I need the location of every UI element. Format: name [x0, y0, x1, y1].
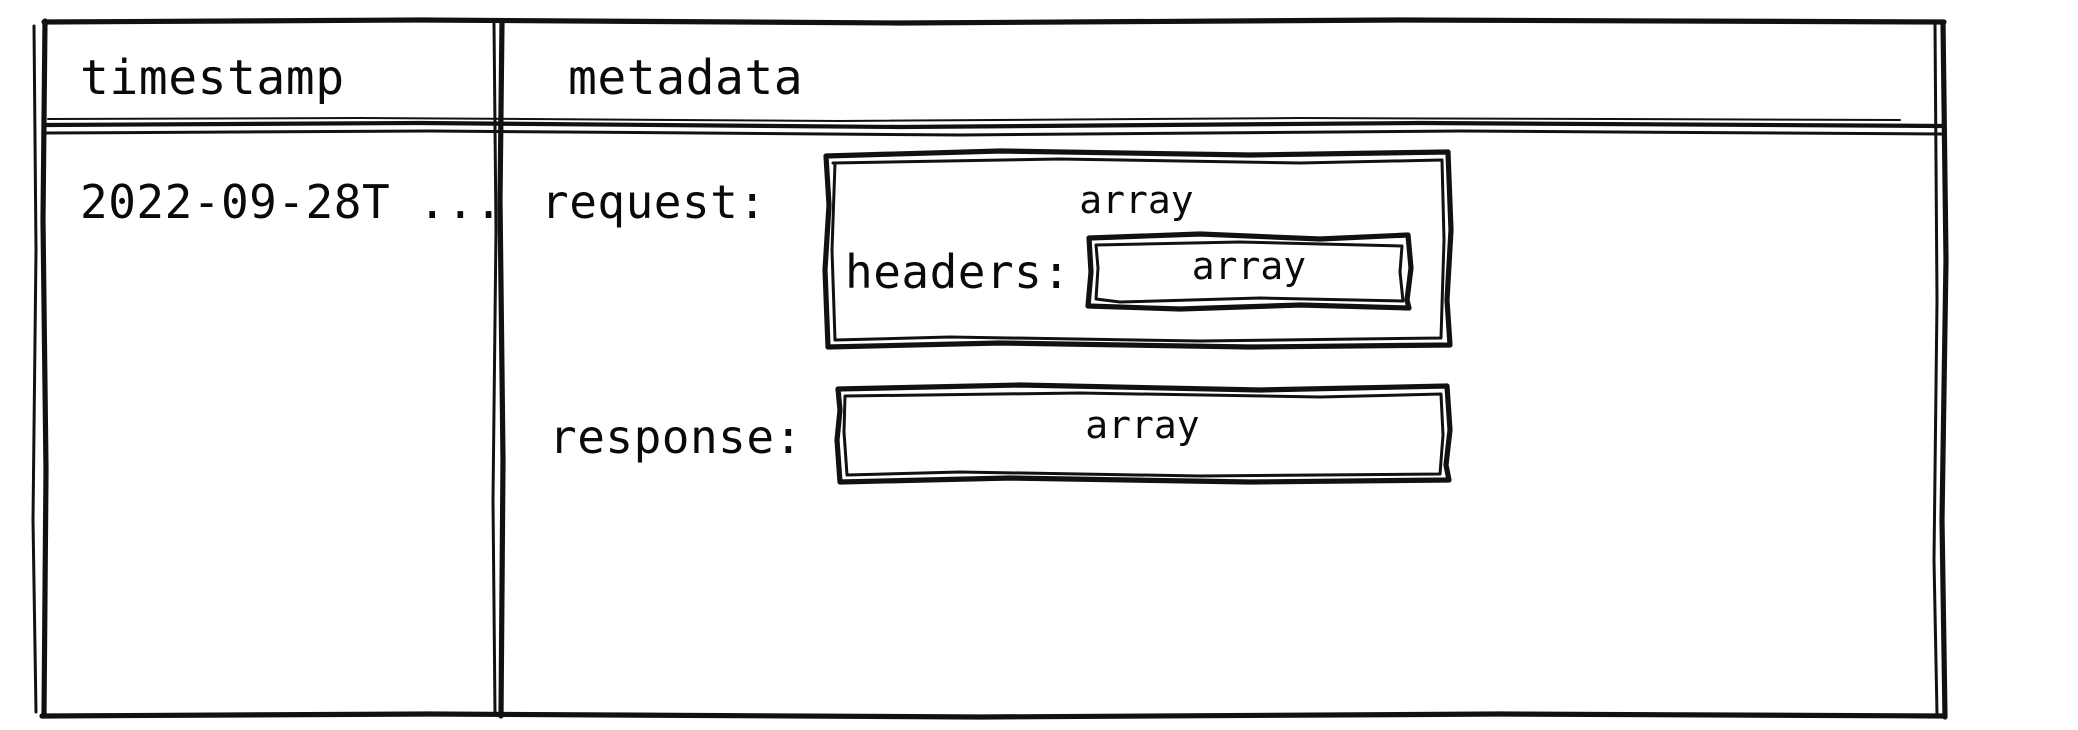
- header-separator-lower: [44, 129, 1944, 137]
- table-border-bottom: [39, 711, 1947, 720]
- table-border-top: [41, 17, 1947, 26]
- column-header-timestamp: timestamp: [80, 50, 345, 106]
- type-label-response-array: array: [1085, 403, 1200, 447]
- field-key-request: request:: [541, 175, 767, 229]
- field-key-response: response:: [549, 410, 803, 464]
- header-separator-hair: [47, 117, 1901, 122]
- column-divider-shadow: [491, 22, 498, 715]
- table-border-right: [1939, 19, 1949, 720]
- type-label-request-array: array: [1079, 178, 1194, 222]
- column-header-metadata: metadata: [568, 50, 804, 106]
- table-border-right-shadow: [1932, 22, 1939, 716]
- column-divider: [497, 18, 506, 719]
- field-key-headers: headers:: [845, 245, 1071, 299]
- header-separator-upper: [41, 120, 1947, 130]
- cell-timestamp-value: 2022-09-28T ...: [80, 175, 503, 229]
- table-border-left: [40, 18, 49, 719]
- type-label-headers-array: array: [1191, 244, 1307, 288]
- table-border-left-shadow: [31, 24, 38, 714]
